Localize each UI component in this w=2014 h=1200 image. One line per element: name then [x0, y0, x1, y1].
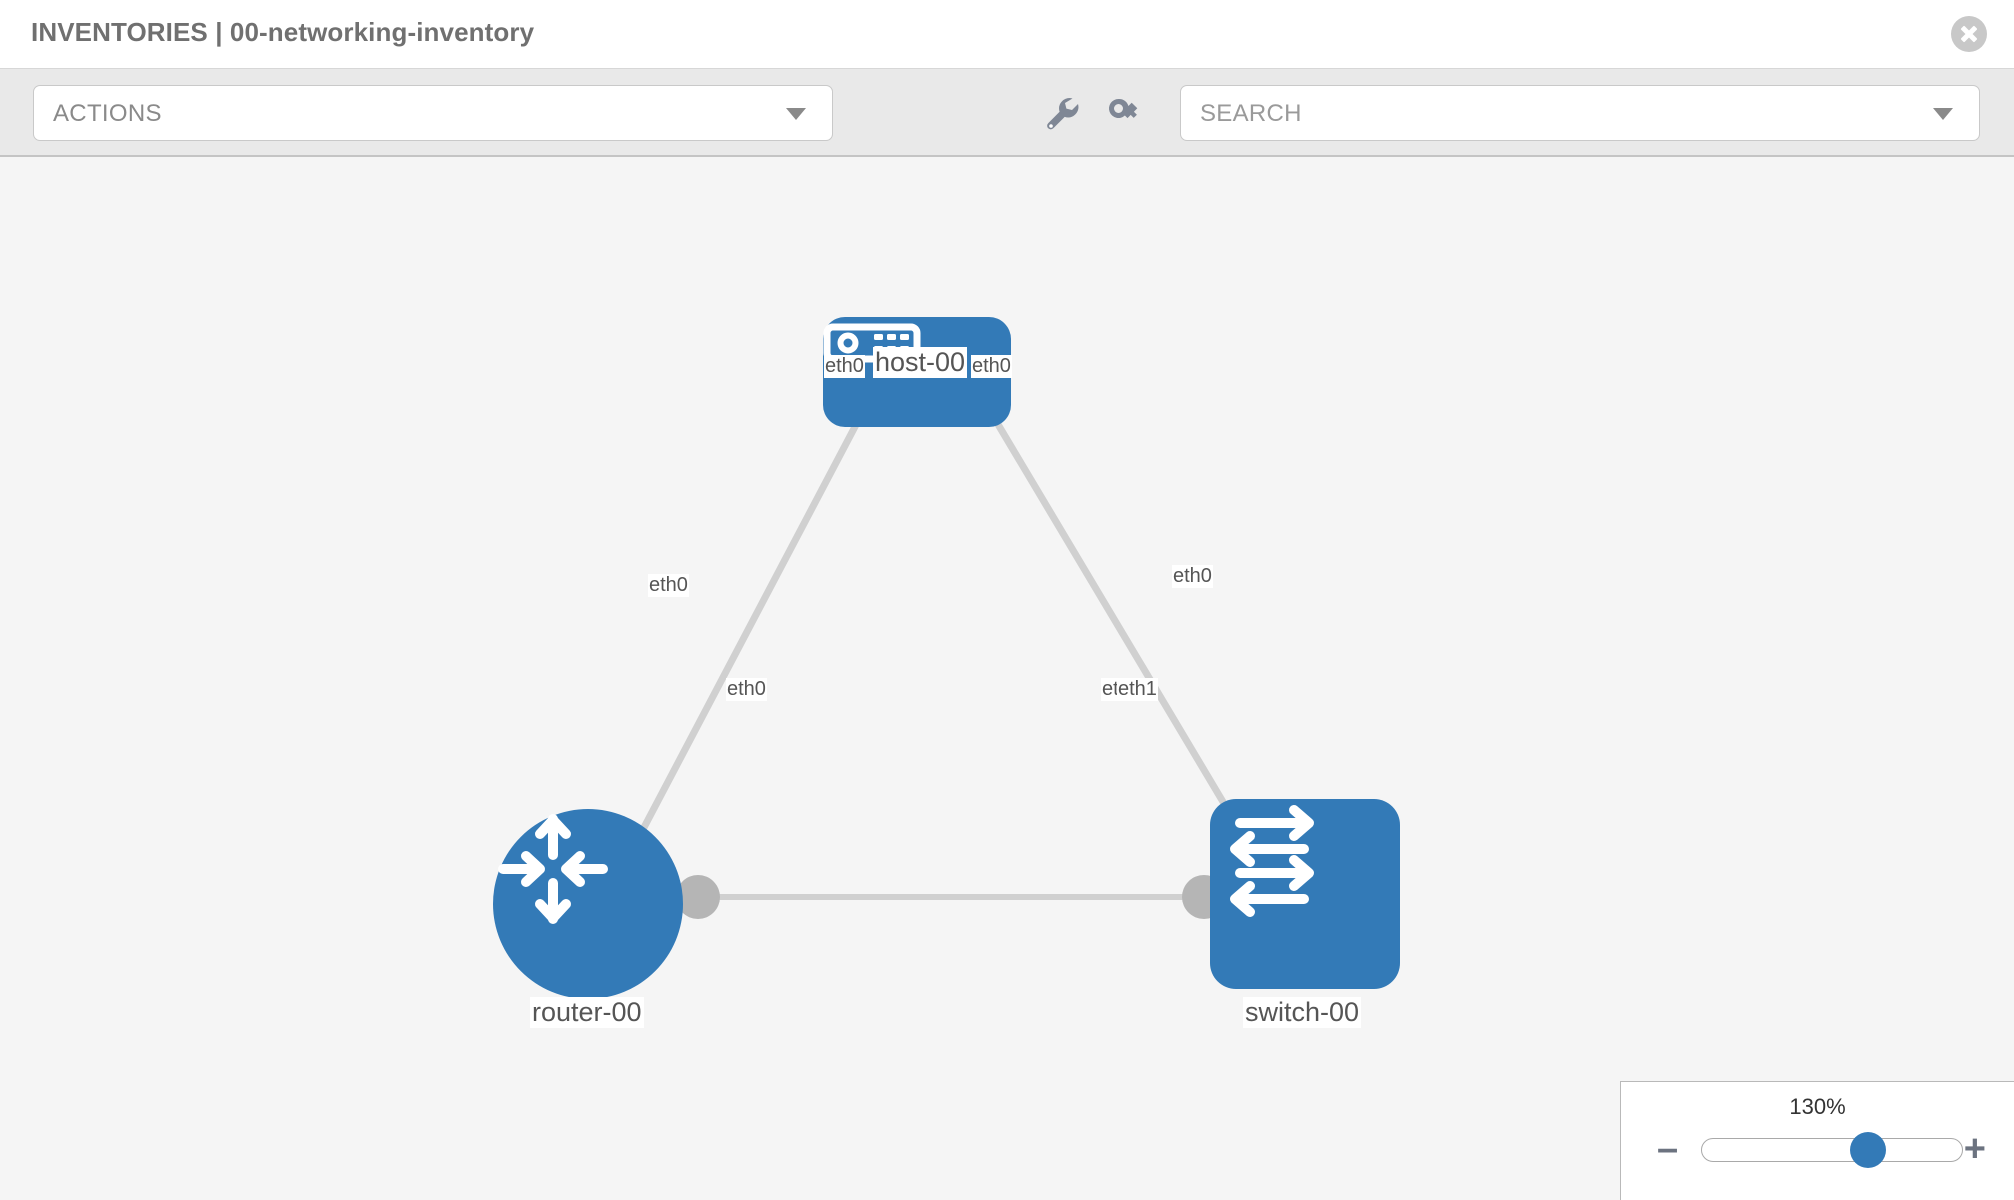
zoom-control-panel: 130% – + — [1620, 1081, 2014, 1200]
actions-dropdown[interactable]: ACTIONS — [33, 85, 833, 141]
toolbar: ACTIONS SEARCH — [0, 69, 2014, 157]
iface-label-host-00-eth0-switch: eth0 — [971, 355, 1012, 378]
node-label-switch-00: switch-00 — [1243, 997, 1362, 1028]
search-placeholder: SEARCH — [1200, 100, 1302, 127]
zoom-in-button[interactable]: + — [1963, 1128, 1986, 1170]
node-router-00[interactable] — [493, 809, 683, 999]
link-host-switch — [958, 362, 1242, 829]
node-label-host-00: host-00 — [873, 347, 968, 378]
close-icon[interactable] — [1951, 16, 1987, 52]
link-host-router — [636, 362, 892, 837]
zoom-slider[interactable] — [1701, 1132, 1963, 1168]
iface-label-router-00-eth0-host: eth0 — [648, 574, 689, 597]
topology-canvas[interactable]: host-00 router-00 switch-00 eth0 eth0 et… — [0, 159, 2014, 1200]
node-switch-00[interactable] — [1210, 799, 1400, 989]
iface-label-switch-00-eth0-host: eth0 — [1172, 565, 1213, 588]
iface-label-switch-00-eth1-router: eth1 — [1117, 678, 1158, 701]
wrench-icon[interactable] — [1035, 85, 1091, 141]
search-input[interactable]: SEARCH — [1180, 85, 1980, 141]
page-header: INVENTORIES | 00-networking-inventory — [0, 0, 2014, 69]
zoom-percentage-label: 130% — [1789, 1094, 1846, 1119]
chevron-down-icon — [1933, 108, 1953, 120]
actions-dropdown-label: ACTIONS — [53, 100, 162, 127]
key-icon[interactable] — [1095, 85, 1151, 141]
socket-router-right — [676, 875, 720, 919]
switch-icon — [1230, 805, 1314, 917]
zoom-out-button[interactable]: – — [1657, 1128, 1679, 1170]
node-label-router-00: router-00 — [530, 997, 644, 1028]
zoom-slider-thumb[interactable] — [1850, 1132, 1886, 1168]
chevron-down-icon — [786, 108, 806, 120]
iface-label-host-00-eth0-router: eth0 — [824, 355, 865, 378]
router-icon — [498, 814, 608, 924]
iface-label-router-00-eth0-switch: eth0 — [726, 678, 767, 701]
page-title: INVENTORIES | 00-networking-inventory — [31, 17, 535, 47]
topology-links — [636, 347, 1242, 900]
